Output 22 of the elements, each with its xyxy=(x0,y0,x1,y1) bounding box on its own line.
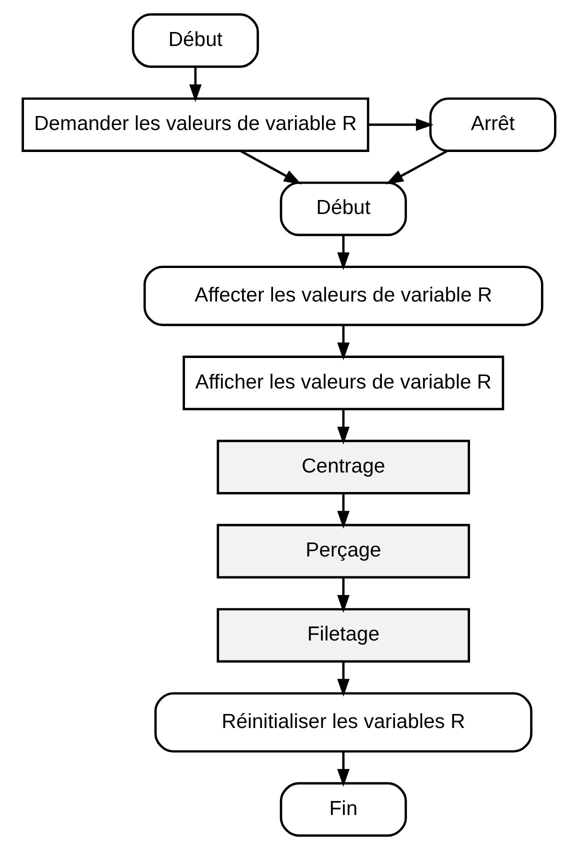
node-box: Début xyxy=(131,13,258,68)
arrow xyxy=(336,409,350,444)
node-box: Fin xyxy=(279,782,406,837)
node-box: Affecter les valeurs de variable R xyxy=(143,266,543,326)
node-box: Centrage xyxy=(216,440,470,494)
arrow xyxy=(336,493,350,529)
node-box: Filetage xyxy=(216,608,470,663)
node-box: Demander les valeurs de variable R xyxy=(21,97,369,152)
arrow xyxy=(336,752,350,787)
arrow xyxy=(368,118,434,131)
node-box: Réinitialiser les variables R xyxy=(154,692,532,753)
arrow xyxy=(336,662,350,697)
node-box: Afficher les valeurs de variable R xyxy=(182,356,504,410)
arrow xyxy=(336,325,350,360)
arrow xyxy=(188,66,202,102)
arrow xyxy=(336,235,350,270)
arrow xyxy=(240,150,302,184)
node-box: Arrêt xyxy=(428,97,556,152)
node-box: Début xyxy=(279,182,406,236)
arrow xyxy=(336,577,350,613)
arrow xyxy=(385,150,448,184)
node-box: Perçage xyxy=(216,524,470,578)
